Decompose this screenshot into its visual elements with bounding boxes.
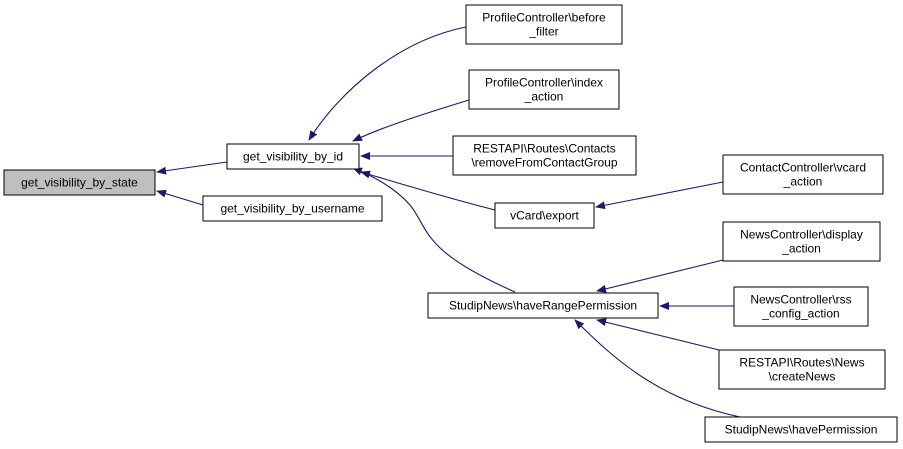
node-label-line: NewsController\rss [750, 293, 851, 307]
node-box [226, 143, 360, 170]
node-label-line: StudipNews\haveRangePermission [449, 299, 637, 313]
node-box [452, 135, 637, 176]
node-rss-config-action[interactable]: NewsController\rss_config_action [733, 286, 869, 327]
nodes-layer: get_visibility_by_state get_visibility_by… [3, 4, 898, 443]
edge-by_id-to-root [156, 161, 228, 175]
node-label-line: NewsController\display [740, 228, 863, 242]
edge-by_username-to-root [156, 189, 204, 206]
edge-create_news-to-range_permission [596, 318, 720, 351]
node-label-line: StudipNews\havePermission [725, 423, 878, 437]
node-range-permission[interactable]: StudipNews\haveRangePermission [427, 292, 659, 319]
edge-line [596, 259, 724, 293]
edges-layer [156, 26, 741, 418]
edge-vcard_export-to-by_id [360, 170, 496, 211]
edge-line [595, 181, 724, 210]
node-vcard-action[interactable]: ContactController\vcard_action [722, 154, 884, 195]
node-label-line: get_visibility_by_id [243, 150, 343, 164]
node-by-id[interactable]: get_visibility_by_id [226, 143, 360, 170]
node-box [468, 69, 620, 110]
node-label-line: _filter [528, 25, 558, 39]
node-label-line: get_visibility_by_username [220, 202, 364, 216]
edge-index_action-to-by_id [352, 99, 470, 142]
edge-have_permission-to-range_permission [574, 319, 741, 418]
node-label-line: _action [781, 242, 821, 256]
edge-vcard_action-to-vcard_export [595, 181, 724, 210]
node-box [202, 195, 383, 222]
node-by-username[interactable]: get_visibility_by_username [202, 195, 383, 222]
edge-line [596, 318, 720, 351]
node-before-filter[interactable]: ProfileController\before_filter [465, 4, 623, 45]
node-box [722, 221, 881, 262]
node-label-line: _config_action [761, 307, 839, 321]
edge-line [360, 170, 496, 211]
node-remove-contact[interactable]: RESTAPI\Routes\Contacts\removeFromContac… [452, 135, 637, 176]
node-box [465, 4, 623, 45]
node-label-line: \createNews [769, 370, 836, 384]
node-display-action[interactable]: NewsController\display_action [722, 221, 881, 262]
edge-line [308, 26, 467, 141]
node-box [718, 349, 886, 390]
edge-line [156, 189, 204, 206]
node-label-line: _action [524, 90, 564, 104]
node-box [494, 202, 595, 229]
edge-display_action-to-range_permission [596, 259, 724, 293]
node-box [704, 416, 898, 443]
node-label-line: _action [783, 175, 823, 189]
node-label-line: \removeFromContactGroup [471, 156, 617, 170]
node-label-line: RESTAPI\Routes\News [739, 356, 864, 370]
node-vcard-export[interactable]: vCard\export [494, 202, 595, 229]
node-create-news[interactable]: RESTAPI\Routes\News\createNews [718, 349, 886, 390]
node-box [427, 292, 659, 319]
node-label-line: get_visibility_by_state [21, 176, 138, 190]
node-label-line: ProfileController\before [482, 11, 606, 25]
edge-line [352, 99, 470, 142]
node-label-line: ContactController\vcard [740, 161, 866, 175]
node-box [733, 286, 869, 327]
node-box [722, 154, 884, 195]
node-root: get_visibility_by_state [3, 169, 156, 196]
edge-range_permission-to-by_id [352, 167, 516, 293]
node-label-line: vCard\export [510, 209, 579, 223]
edge-before_filter-to-by_id [308, 26, 467, 141]
node-label-line: ProfileController\index [485, 76, 603, 90]
node-box [3, 169, 156, 196]
node-label-line: RESTAPI\Routes\Contacts [473, 142, 616, 156]
edge-line [574, 319, 741, 418]
edge-line [352, 167, 516, 293]
edge-line [156, 161, 228, 175]
node-index-action[interactable]: ProfileController\index_action [468, 69, 620, 110]
node-have-permission[interactable]: StudipNews\havePermission [704, 416, 898, 443]
